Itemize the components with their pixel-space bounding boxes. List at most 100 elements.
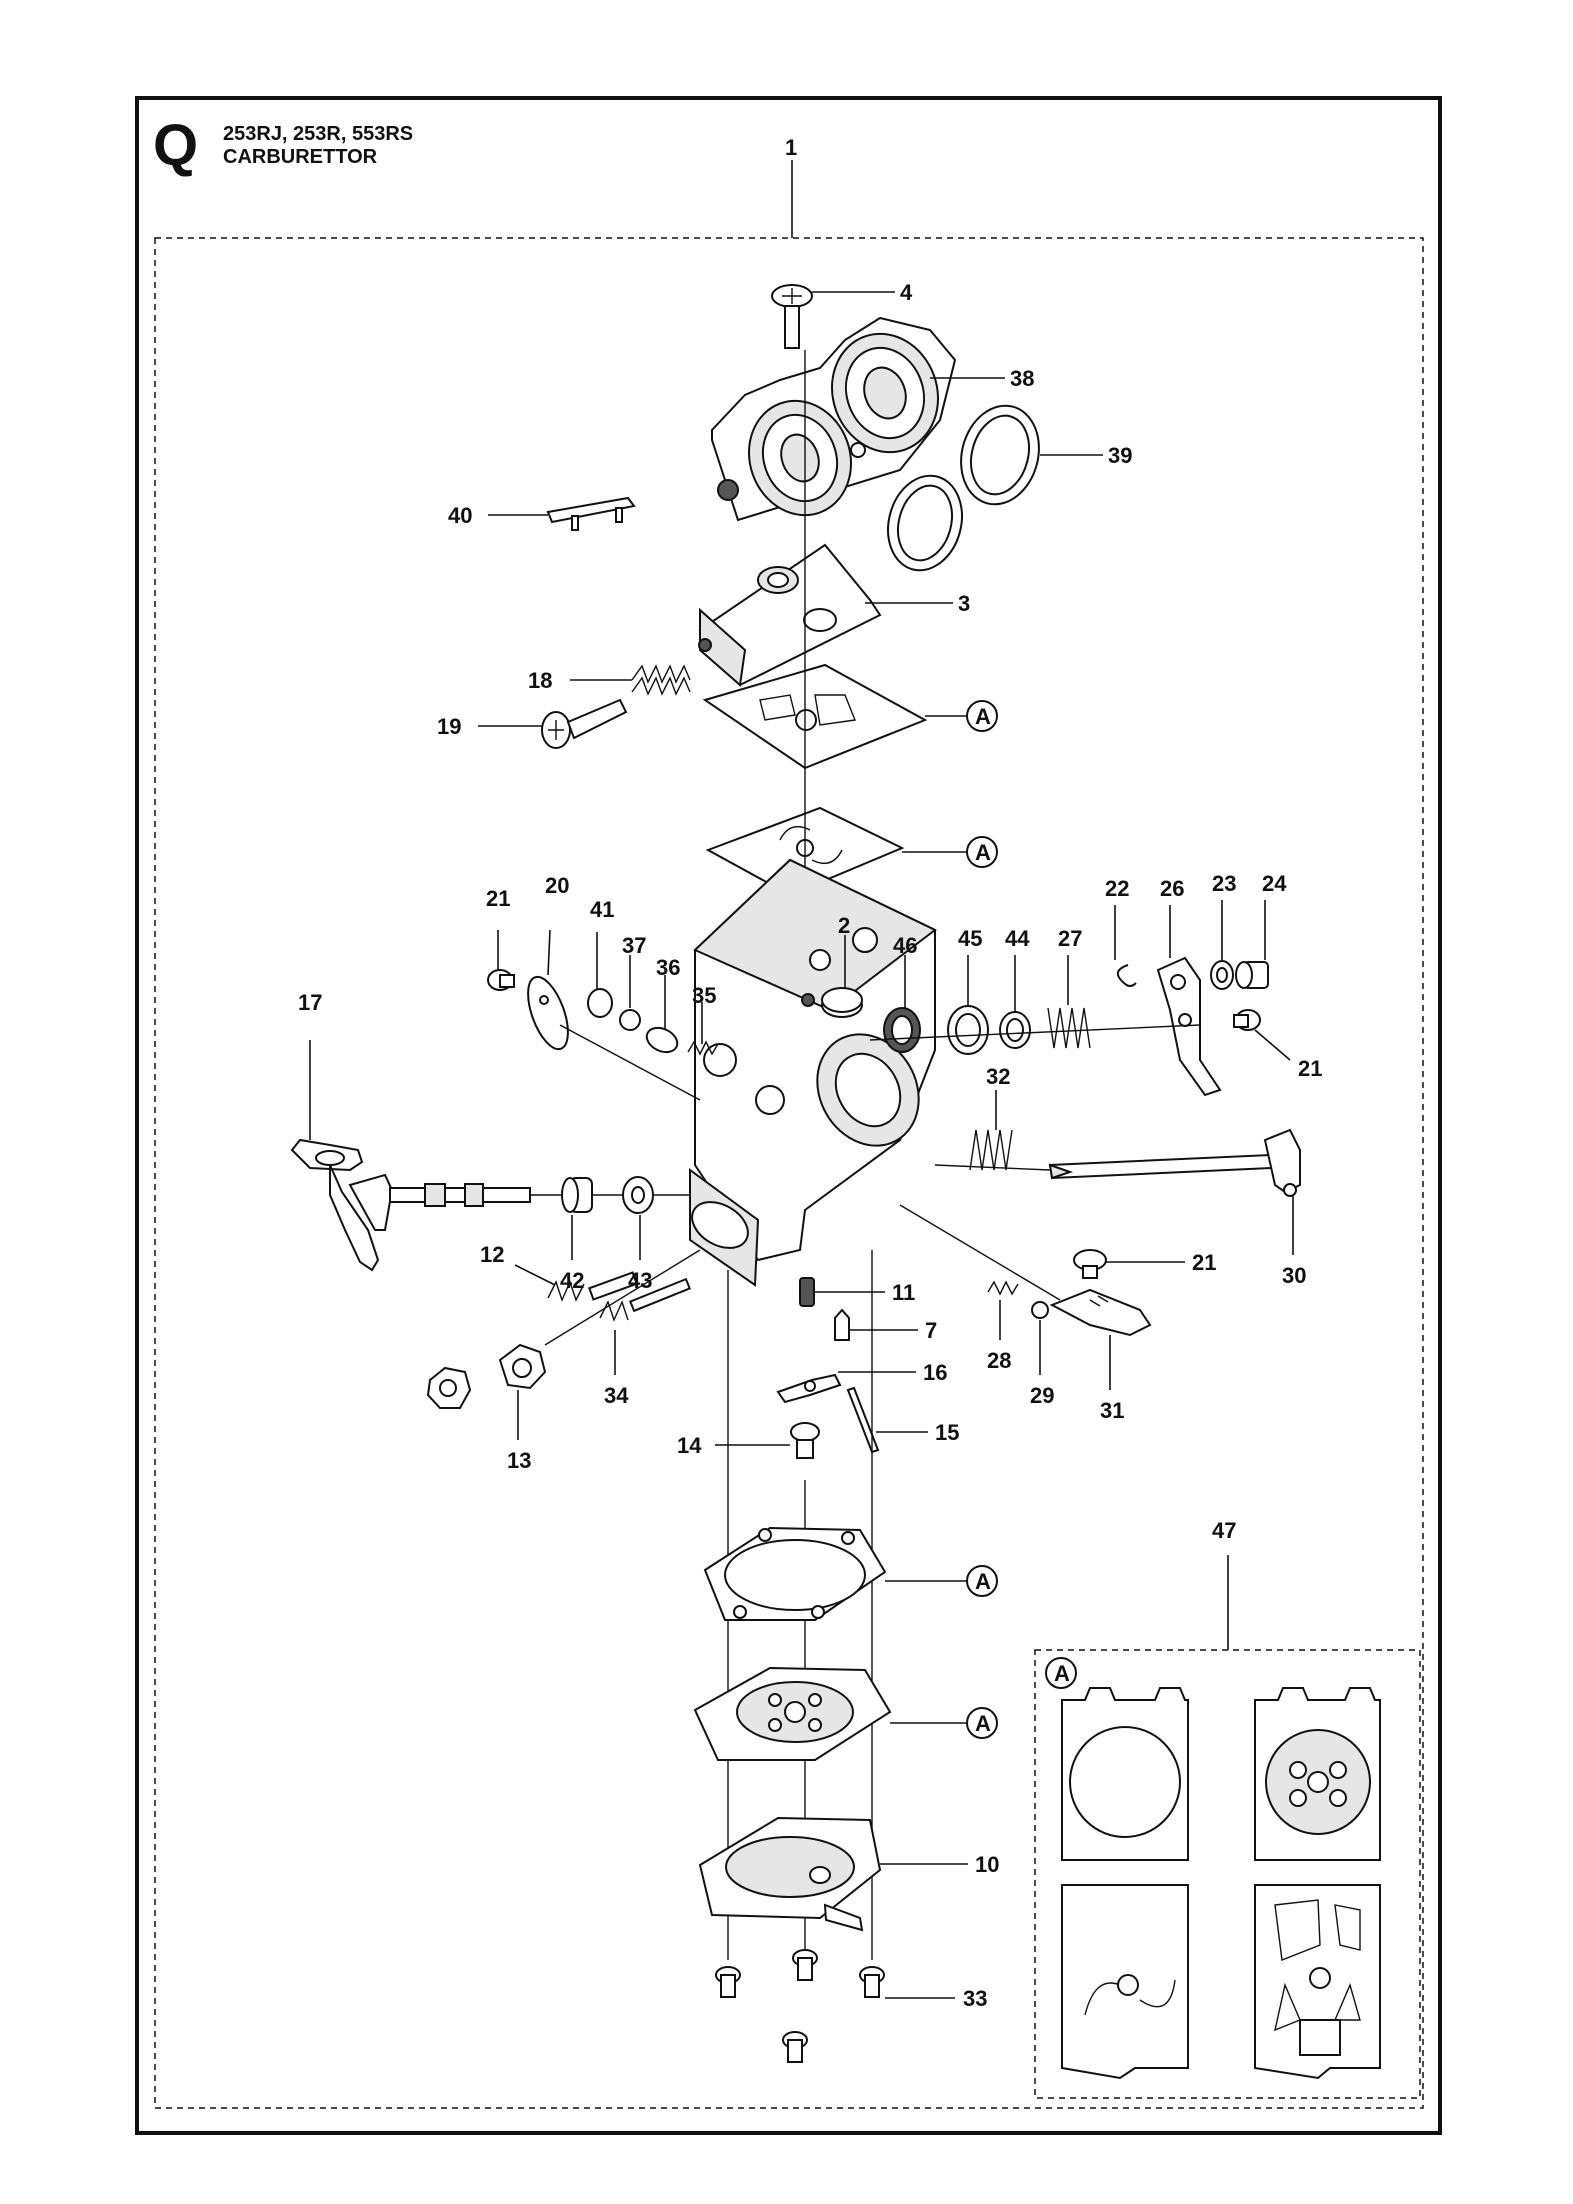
callout-17: 17	[298, 990, 322, 1015]
part-housing-38	[711, 316, 957, 522]
callout-23: 23	[1212, 871, 1236, 896]
part-washer-43	[622, 1176, 654, 1214]
callout-a1-circle	[966, 700, 998, 732]
callout-16: 16	[923, 1360, 947, 1385]
callout-20: 20	[545, 873, 569, 898]
callout-a2: A	[975, 840, 991, 865]
page-frame	[135, 96, 1442, 2135]
callout-a4-circle	[966, 1707, 998, 1739]
part-seal-ring-39	[887, 404, 1040, 572]
callout-2: 2	[838, 913, 850, 938]
callout-a5: A	[1054, 1661, 1070, 1686]
assembly-boundary	[154, 237, 1424, 2109]
callout-45: 45	[958, 926, 982, 951]
part-choke-shaft-17	[290, 1138, 531, 1272]
callout-21b: 21	[1298, 1056, 1322, 1081]
callout-7: 7	[925, 1318, 937, 1343]
part-metering-gasket-a3	[703, 1526, 887, 1621]
kit-gasket-3	[1061, 1884, 1189, 2080]
part-metering-diaphragm-a4	[693, 1666, 892, 1761]
callout-19: 19	[437, 714, 461, 739]
part-spring-35	[687, 1040, 719, 1056]
callout-43: 43	[628, 1268, 652, 1293]
callout-21c: 21	[1192, 1250, 1216, 1275]
part-screw-19	[541, 698, 628, 749]
part-clip-40	[546, 496, 636, 531]
callout-21a: 21	[486, 886, 510, 911]
callout-13: 13	[507, 1448, 531, 1473]
section-letter: Q	[153, 113, 198, 178]
part-washer-44	[999, 1011, 1031, 1049]
callout-26: 26	[1160, 876, 1184, 901]
leader-21b	[1254, 1029, 1291, 1061]
callout-4: 4	[900, 280, 913, 305]
callout-14: 14	[677, 1433, 702, 1458]
part-nut-24	[1235, 961, 1269, 989]
callout-a2-circle	[966, 836, 998, 868]
part-spring-32	[969, 1129, 1013, 1171]
part-screw-21c	[1073, 1249, 1107, 1279]
throttle-axis	[934, 1164, 1051, 1171]
callout-35: 35	[692, 983, 716, 1008]
part-screw-21b	[1233, 1009, 1261, 1031]
part-carburettor-body	[689, 858, 937, 1287]
part-ball-29	[1031, 1301, 1049, 1319]
callout-39: 39	[1108, 443, 1132, 468]
kit-gasket-1	[1061, 1687, 1189, 1861]
callout-41: 41	[590, 897, 614, 922]
part-metering-lever-16	[776, 1373, 842, 1404]
callout-a3: A	[975, 1569, 991, 1594]
callout-40: 40	[448, 503, 472, 528]
callout-1: 1	[785, 135, 797, 160]
callout-36: 36	[656, 955, 680, 980]
part-plate-31	[1049, 1288, 1152, 1337]
callout-a1: A	[975, 704, 991, 729]
part-circlip-22	[1117, 964, 1137, 987]
leader-12	[514, 1264, 556, 1286]
callout-12: 12	[480, 1242, 504, 1267]
callout-24: 24	[1262, 871, 1287, 896]
part-spring-28	[987, 1280, 1019, 1296]
part-spring-27	[1047, 1007, 1091, 1049]
callout-32: 32	[986, 1064, 1010, 1089]
callout-37: 37	[622, 933, 646, 958]
part-screw-21a	[487, 969, 515, 991]
part-sleeve-36	[645, 1026, 679, 1054]
callout-47: 47	[1212, 1518, 1236, 1543]
part-screw-4	[771, 284, 813, 349]
needle-axis	[544, 1249, 701, 1346]
part-bushing-42	[561, 1177, 593, 1213]
part-limiter-cap-13	[426, 1343, 547, 1409]
part-bearing-46	[883, 1007, 921, 1053]
shaft-axis-right	[869, 1024, 1201, 1041]
callout-31: 31	[1100, 1398, 1124, 1423]
plate-axis	[899, 1204, 1061, 1301]
callout-44: 44	[1005, 926, 1030, 951]
part-washer-23	[1210, 960, 1234, 990]
part-o-ring-41	[587, 988, 613, 1018]
kit-gasket-2	[1254, 1687, 1381, 1861]
leader-20	[547, 929, 551, 976]
callout-38: 38	[1010, 366, 1034, 391]
shaft-axis-left	[559, 1024, 701, 1101]
callout-10: 10	[975, 1852, 999, 1877]
part-pump-gasket-a1	[702, 663, 928, 770]
callout-33: 33	[963, 1986, 987, 2011]
part-screws-33	[715, 1949, 885, 2063]
part-metering-cover-10	[698, 1816, 882, 1932]
callout-a5-circle	[1045, 1657, 1077, 1689]
part-needle-valve-7	[834, 1308, 850, 1341]
model-list: 253RJ, 253R, 553RS	[223, 123, 413, 145]
callout-46: 46	[893, 933, 917, 958]
part-pump-cover-3	[698, 543, 882, 687]
callout-a3-circle	[966, 1565, 998, 1597]
callout-15: 15	[935, 1420, 959, 1445]
callout-30: 30	[1282, 1263, 1306, 1288]
part-ball-37	[619, 1009, 641, 1031]
callout-labels: 1 4 38 39 40 3 18 19 A A 21 20 41 37 36 …	[298, 135, 1322, 2011]
callout-18: 18	[528, 668, 552, 693]
part-throttle-shaft-30	[1048, 1128, 1301, 1197]
callout-22: 22	[1105, 876, 1129, 901]
page-title: CARBURETTOR	[223, 146, 378, 168]
